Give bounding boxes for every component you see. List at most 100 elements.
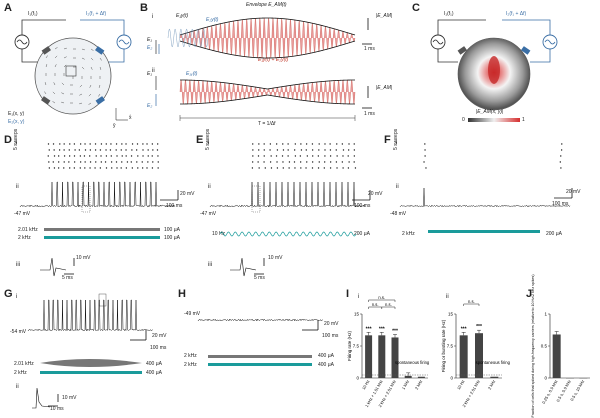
b-e2y-label: E₂y(t) <box>206 17 219 23</box>
b-e2ii-label: E₂ <box>147 103 153 109</box>
b-i-waveform <box>179 17 356 59</box>
panel-g-traces <box>27 293 154 409</box>
panel-f-traces <box>399 143 573 233</box>
i-sub-ii: ii <box>446 294 449 300</box>
c-colorbar <box>468 118 520 122</box>
g-spike-waveform <box>32 387 51 409</box>
d-sub-iii: iii <box>16 262 20 268</box>
g-scale-t2: 10 ms <box>50 406 64 412</box>
e-sub-iii: iii <box>208 262 212 268</box>
c-source-2-label: I₂(f₁ + Δf) <box>506 11 527 17</box>
f-sub-ii: ii <box>396 184 399 190</box>
d-scale-v3: 10 mV <box>76 255 91 261</box>
panel-letter-h: H <box>178 288 186 300</box>
b-scale-ii: 1 ms <box>364 111 375 117</box>
ns-bracket-2 <box>368 306 383 309</box>
g-sub-i: i <box>16 294 18 300</box>
d-stim-bar-1 <box>44 228 160 231</box>
d-voltage-trace <box>19 181 176 208</box>
b-eam-label: |E_AM| <box>376 13 393 19</box>
d-vm-label: -47 mV <box>14 211 31 217</box>
e-f1-label: 10 Hz <box>212 231 226 237</box>
electrode-1 <box>41 46 51 55</box>
b-envelope-label: Envelope E_AM(t) <box>246 2 287 8</box>
spontaneous-label-2: spontaneous firing <box>476 360 511 365</box>
ns-bracket-3-label: n.s. <box>385 302 392 307</box>
g-scale-v2: 10 mV <box>62 395 77 401</box>
f-scale-v: 20 mV <box>566 189 581 195</box>
panel-h-traces <box>197 318 324 366</box>
y-tick-label: 0 <box>544 376 547 381</box>
b-ii-waveform <box>179 79 356 105</box>
b-scale-i: 1 ms <box>364 46 375 52</box>
ii-ylabel: Firing or bursting rate (Hz) <box>441 319 446 372</box>
e-scale-v: 20 mV <box>368 191 383 197</box>
c-colorbar-min: 0 <box>462 117 465 123</box>
b-eam-ii-label: |E_AM| <box>376 85 393 91</box>
panel-letter-g: G <box>4 288 13 300</box>
bar <box>417 376 425 378</box>
c-colorbar-max: 1 <box>522 117 525 123</box>
ns-bracket-1-label: n.s. <box>378 295 385 300</box>
e-sub-i: i <box>208 140 210 146</box>
b-sum-label: E₁y(t) + E₂y(t) <box>258 57 289 63</box>
x-tick-label: 10 Hz <box>456 379 466 391</box>
b-e1iiy-label: E₁ᵧ(t) <box>186 71 198 77</box>
panel-letter-j: J <box>526 288 533 300</box>
bar <box>391 337 399 378</box>
panel-d-traces <box>19 143 179 277</box>
bar <box>552 334 561 378</box>
d-i2-label: 100 μA <box>164 235 180 241</box>
e-voltage-trace <box>209 181 366 208</box>
panel-letter-e: E <box>196 134 204 146</box>
d-sub-i: i <box>16 140 18 146</box>
significance-label: *** <box>392 328 398 334</box>
significance-label: *** <box>461 326 467 332</box>
x-tick-label: 2 kHz <box>414 379 423 390</box>
panel-letter-c: C <box>412 2 420 14</box>
y-tick-label: 0.5 <box>541 344 548 349</box>
a-x-axis-label: x̂ <box>129 115 132 121</box>
h-vm-label: -49 mV <box>184 311 201 317</box>
d-f1-label: 2.01 kHz <box>18 227 38 233</box>
d-sweeps-label: 5 sweeps <box>13 128 19 150</box>
x-tick-label: 1 kHz <box>401 379 410 390</box>
e-stim-sine <box>219 231 357 237</box>
j-ylabel: Fraction of cells that spiked during hig… <box>531 274 535 417</box>
e-scale-t3: 5 ms <box>254 275 265 281</box>
h-scale-t: 100 ms <box>322 333 339 339</box>
panel-b-waves <box>155 17 372 121</box>
d-scale-v: 20 mV <box>180 191 195 197</box>
panel-a-diagram <box>14 19 132 121</box>
panel-letter-d: D <box>4 134 12 146</box>
x-tick-label: 2 kHz <box>487 379 496 390</box>
d-i1-label: 100 μA <box>164 227 180 233</box>
bar <box>490 376 499 378</box>
y-tick-label: 15 <box>354 312 360 317</box>
ns-bracket-1 <box>368 299 396 302</box>
f-raster-plot <box>423 143 563 169</box>
g-vm-label: -54 mV <box>10 329 27 335</box>
a-e2-label: E₂(x, y) <box>8 119 25 125</box>
f-sub-i: i <box>396 140 398 146</box>
d-scale-t3: 5 ms <box>62 275 73 281</box>
bar <box>459 335 468 378</box>
y-tick-label: 0 <box>356 376 359 381</box>
panel-c-diagram <box>430 19 558 122</box>
h-scale-v: 20 mV <box>324 321 339 327</box>
panel-letter-i: I <box>346 288 350 300</box>
electrode-2 <box>95 46 105 55</box>
g-i2-label: 400 μA <box>146 370 162 376</box>
i-sub-i: i <box>358 294 360 300</box>
y-tick-label: 0 <box>450 376 453 381</box>
d-raster-plot <box>47 143 159 169</box>
h-i1-label: 400 μA <box>318 353 334 359</box>
d-spike-waveform <box>40 257 67 277</box>
f-sweeps-label: 5 sweeps <box>393 128 399 150</box>
g-f1-label: 2.01 kHz <box>14 361 34 367</box>
b-e1y-label: E₁y(t) <box>176 13 189 19</box>
f-scale-t: 100 ms <box>552 201 569 207</box>
f-voltage-trace <box>399 187 571 208</box>
ns-bracket-4-label: n.s. <box>468 299 475 304</box>
